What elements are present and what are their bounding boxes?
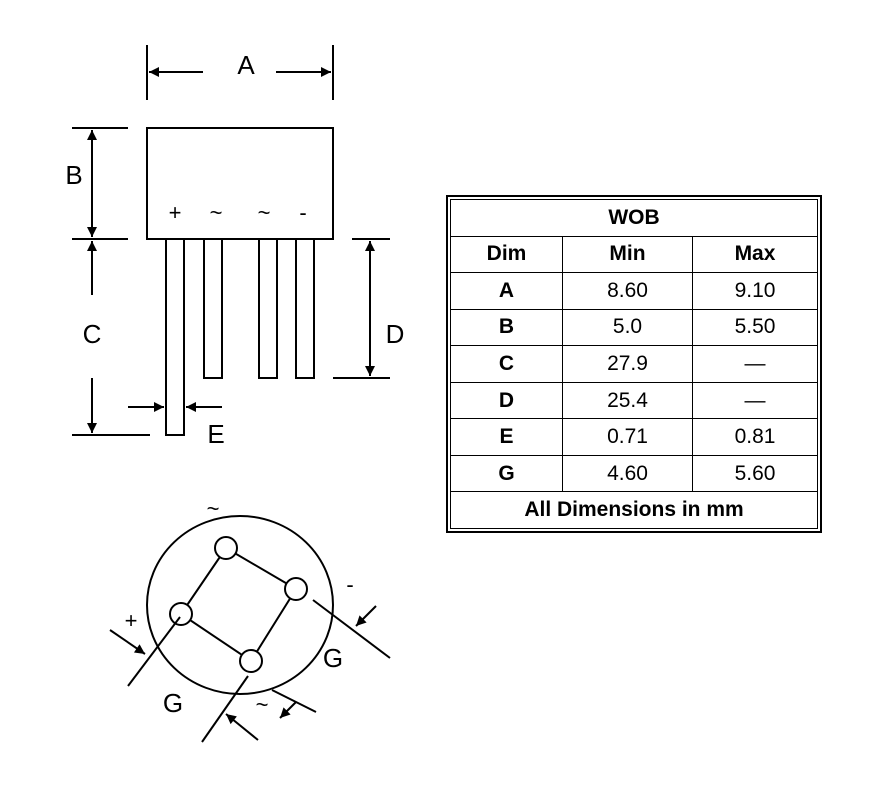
row-min: 8.60	[562, 272, 693, 310]
pin-left	[169, 602, 193, 626]
pin-label-ac-1: ~	[210, 200, 223, 225]
row-dim: B	[450, 308, 563, 347]
lead-minus	[295, 238, 315, 379]
package-body	[146, 127, 334, 240]
row-min: 0.71	[562, 418, 693, 456]
row-dim: C	[450, 345, 563, 383]
table-header-row: Dim Min Max	[450, 235, 818, 274]
pin-square	[179, 546, 298, 663]
dim-label-g-right: G	[323, 643, 343, 673]
header-max: Max	[692, 235, 818, 274]
package-outline	[146, 515, 334, 695]
lead-plus	[165, 238, 185, 436]
side-view	[72, 45, 390, 436]
header-dim: Dim	[450, 235, 563, 274]
table-footer: All Dimensions in mm	[450, 491, 818, 529]
pin-label-bottom-plus: +	[125, 608, 138, 633]
dim-label-b: B	[65, 160, 82, 190]
lead-ac-1	[203, 238, 223, 379]
pin-right	[284, 577, 308, 601]
table-row: A 8.60 9.10	[450, 272, 818, 310]
dim-label-e: E	[207, 419, 224, 449]
row-dim: E	[450, 418, 563, 456]
lead-ac-2	[258, 238, 278, 379]
table-row: E 0.71 0.81	[450, 418, 818, 456]
row-min: 5.0	[562, 308, 693, 347]
row-min: 4.60	[562, 454, 693, 493]
pin-label-plus: +	[169, 200, 182, 225]
dim-label-c: C	[83, 319, 102, 349]
row-max: 9.10	[692, 272, 818, 310]
pin-label-ac-2: ~	[258, 200, 271, 225]
row-max: —	[692, 345, 818, 383]
row-dim: A	[450, 272, 563, 310]
pin-bottom	[239, 649, 263, 673]
pin-label-minus: -	[299, 200, 306, 225]
header-min: Min	[562, 235, 693, 274]
row-max: 0.81	[692, 418, 818, 456]
dim-label-g-left: G	[163, 688, 183, 718]
dim-label-a: A	[237, 50, 255, 80]
row-max: 5.60	[692, 454, 818, 493]
dim-label-d: D	[386, 319, 405, 349]
row-max: —	[692, 381, 818, 420]
table-row: C 27.9 —	[450, 345, 818, 383]
table-title: WOB	[450, 199, 818, 237]
table-row: B 5.0 5.50	[450, 308, 818, 347]
row-dim: G	[450, 454, 563, 493]
row-min: 27.9	[562, 345, 693, 383]
pin-label-bottom-minus: -	[346, 572, 353, 597]
dimensions-table: WOB Dim Min Max A 8.60 9.10 B 5.0 5.50 C…	[446, 195, 822, 533]
pin-top	[214, 536, 238, 560]
row-dim: D	[450, 381, 563, 420]
row-min: 25.4	[562, 381, 693, 420]
table-row: G 4.60 5.60	[450, 454, 818, 493]
pin-label-top-ac: ~	[207, 496, 220, 521]
bottom-view	[109, 515, 391, 743]
row-max: 5.50	[692, 308, 818, 347]
table-row: D 25.4 —	[450, 381, 818, 420]
pin-label-bottom-ac: ~	[256, 692, 269, 717]
